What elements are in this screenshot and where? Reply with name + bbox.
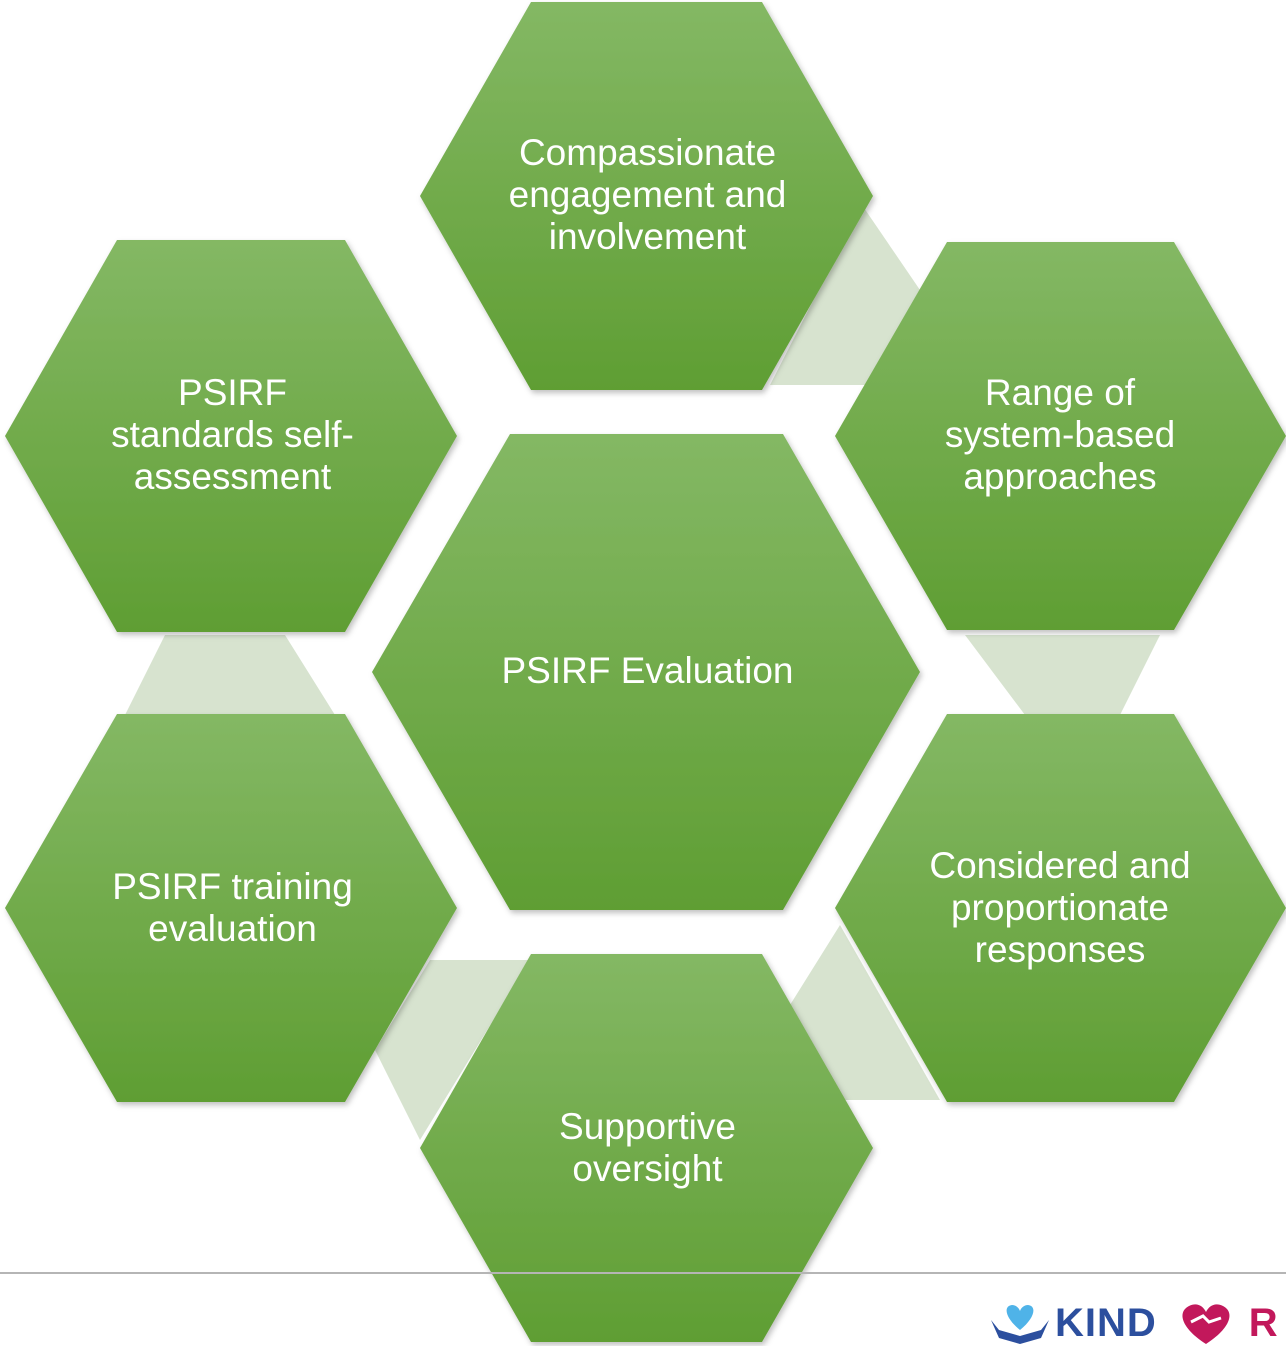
hexagon-top — [420, 2, 873, 390]
hexagon-upper-right — [835, 242, 1286, 630]
hexagon-upper-left — [5, 240, 457, 632]
connector-lower-right-to-bottom — [790, 925, 940, 1100]
hexagon-lower-left — [5, 714, 457, 1102]
connector-bottom-to-lower-left — [375, 960, 530, 1140]
connectors — [125, 205, 1160, 1140]
connector-right-to-lower-right — [965, 635, 1160, 715]
logo-text-kind: KIND — [1055, 1301, 1157, 1345]
handshake-heart-icon — [1182, 1304, 1230, 1344]
hexagon-bottom — [420, 954, 873, 1342]
logo-text-r: R — [1248, 1301, 1279, 1345]
hexagon-center — [372, 434, 920, 910]
connector-lower-left-to-upper-left — [125, 635, 335, 715]
hands-heart-icon — [991, 1305, 1049, 1344]
footer-divider — [0, 1272, 1286, 1274]
hexagon-lower-right — [835, 714, 1286, 1102]
connector-top-to-right — [770, 205, 920, 385]
organisation-logo: KIND R — [985, 1300, 1286, 1346]
